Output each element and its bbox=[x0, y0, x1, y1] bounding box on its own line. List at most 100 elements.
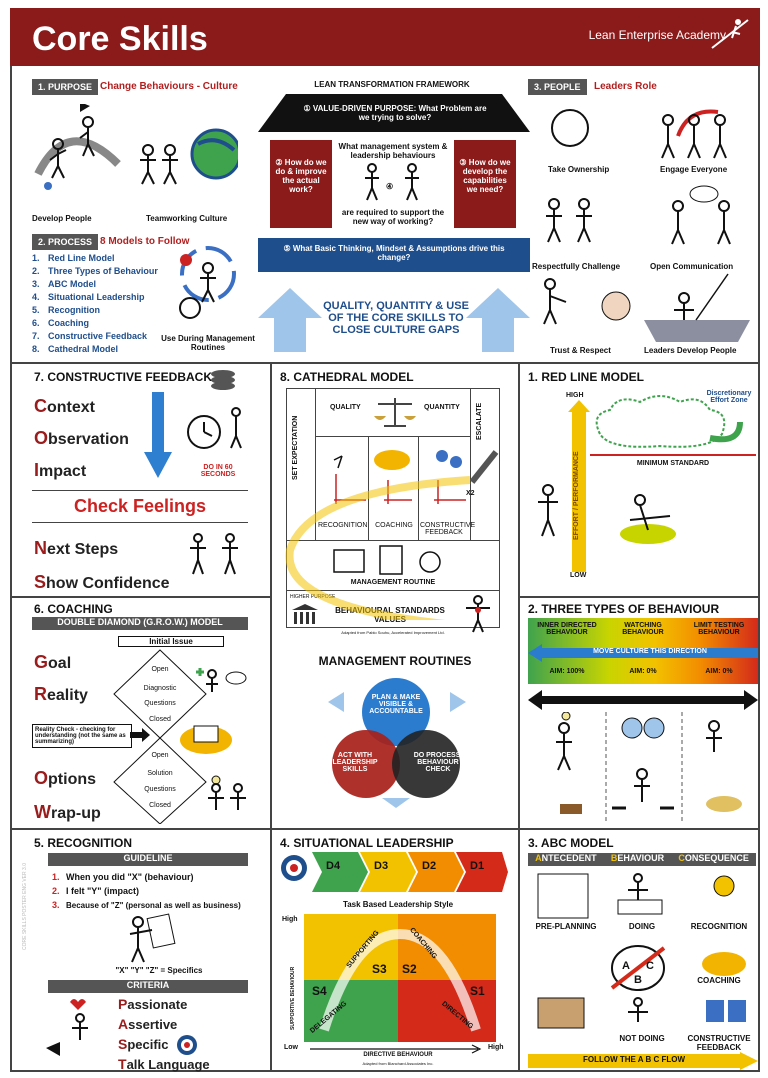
coaching-title: 6. COACHING bbox=[34, 602, 113, 616]
list-item: 4.Situational Leadership bbox=[32, 292, 145, 302]
abc-doing: DOING bbox=[628, 922, 656, 931]
framework-base: ⑤ What Basic Thinking, Mindset & Assumpt… bbox=[258, 238, 530, 272]
three-col-watching: WATCHING BEHAVIOUR bbox=[622, 622, 664, 636]
routines-title: MANAGEMENT ROUTINES bbox=[318, 654, 472, 668]
recognition-assertive: Assertive bbox=[118, 1016, 178, 1032]
divider bbox=[32, 490, 248, 491]
brand-name: Lean Enterprise Academy bbox=[588, 28, 726, 42]
divider bbox=[270, 362, 272, 1072]
people-subtitle: Leaders Role bbox=[594, 81, 657, 92]
three-col-limit: LIMIT TESTING BEHAVIOUR bbox=[693, 622, 745, 636]
framework-right-pillar: ③ How do we develop the capabilities we … bbox=[454, 140, 516, 228]
framework-quality-text: QUALITY, QUANTITY & USE OF THE CORE SKIL… bbox=[323, 300, 469, 336]
coaching-d1-open: Open bbox=[151, 666, 169, 673]
coaching-d1-questions: Questions bbox=[144, 700, 176, 707]
feedback-check-feelings: Check Feelings bbox=[73, 496, 207, 516]
development-levels bbox=[312, 852, 508, 892]
routines-do: DO PROCESS, BEHAVIOUR CHECK bbox=[413, 752, 463, 773]
double-arrow bbox=[528, 690, 758, 710]
cathedral-col-feedback: CONSTRUCTIVE FEEDBACK bbox=[420, 522, 476, 536]
three-title: 2. THREE TYPES OF BEHAVIOUR bbox=[528, 602, 720, 616]
style-s3: S3 bbox=[372, 962, 387, 976]
cathedral-col-recognition: RECOGNITION bbox=[318, 522, 368, 529]
cathedral-frame bbox=[286, 388, 500, 628]
brand-logo-icon bbox=[711, 19, 749, 49]
framework-center-bottom: are required to support the new way of w… bbox=[341, 208, 445, 226]
list-item: 2.I felt "Y" (impact) bbox=[52, 886, 140, 896]
three-col-inner: INNER DIRECTED BEHAVIOUR bbox=[537, 622, 597, 636]
building-icon bbox=[292, 604, 318, 624]
management-tools-icon bbox=[333, 545, 441, 575]
level-d1: D1 bbox=[470, 860, 485, 872]
discretionary-cloud bbox=[595, 395, 743, 448]
coaching-options: Options bbox=[34, 768, 97, 788]
redline-figures bbox=[538, 484, 676, 544]
level-d4: D4 bbox=[326, 860, 341, 872]
framework-roof bbox=[258, 94, 530, 132]
divider bbox=[286, 540, 500, 541]
page-title: Core Skills bbox=[32, 20, 208, 58]
routines-act: ACT WITH LEADERSHIP SKILLS bbox=[332, 752, 378, 773]
style-s4: S4 bbox=[312, 984, 327, 998]
cathedral-title: 8. CATHEDRAL MODEL bbox=[280, 370, 414, 384]
feedback-row-show-confidence: Show Confidence bbox=[34, 572, 170, 592]
cathedral-loop-arrow bbox=[285, 476, 471, 620]
list-item: 3.ABC Model bbox=[32, 279, 96, 289]
purpose-subtitle: Change Behaviours - Culture bbox=[100, 81, 238, 92]
cathedral-figure bbox=[466, 595, 490, 633]
coaching-figures bbox=[180, 668, 247, 810]
abc-pre-planning: PRE-PLANNING bbox=[535, 922, 597, 931]
recognition-specific: Specific bbox=[118, 1036, 169, 1052]
axis-high-y: High bbox=[282, 916, 298, 923]
feedback-row-context: Context bbox=[34, 396, 95, 416]
three-figures bbox=[556, 712, 742, 824]
caption-trust-respect: Trust & Respect bbox=[550, 346, 611, 355]
caption-leaders-develop: Leaders Develop People bbox=[644, 346, 737, 355]
three-aim-watching: AIM: 0% bbox=[629, 668, 657, 675]
process-caption: Use During Management Routines bbox=[161, 334, 255, 352]
framework-title: LEAN TRANSFORMATION FRAMEWORK bbox=[314, 80, 470, 89]
quadrant-delegating bbox=[304, 980, 398, 1042]
list-item: 5.Recognition bbox=[32, 305, 100, 315]
recognition-criteria: CRITERIA bbox=[48, 980, 248, 993]
abc-header-band: ANTECEDENT BEHAVIOUR CONSEQUENCE bbox=[528, 853, 756, 866]
abc-head-consequence: CONSEQUENCE bbox=[678, 853, 749, 863]
feedback-figures bbox=[190, 533, 238, 575]
routines-plan: PLAN & MAKE VISIBLE & ACCOUNTABLE bbox=[369, 694, 423, 715]
abc-head-antecedent: ANTECEDENT bbox=[535, 853, 597, 863]
situational-style: Task Based Leadership Style bbox=[342, 900, 454, 909]
divider bbox=[32, 522, 248, 523]
style-s2: S2 bbox=[402, 962, 417, 976]
coaching-d2-open: Open bbox=[151, 752, 169, 759]
purpose-illustration bbox=[34, 104, 238, 190]
divider bbox=[10, 828, 760, 830]
redline-min-standard: MINIMUM STANDARD bbox=[636, 460, 710, 467]
feedback-do-in: DO IN 60 SECONDS bbox=[200, 464, 236, 478]
recognition-items: 1.When you did "X" (behaviour) 2.I felt … bbox=[52, 870, 241, 913]
poster-frame bbox=[10, 66, 760, 1072]
caption-teamworking: Teamworking Culture bbox=[146, 214, 228, 223]
coins-icon bbox=[211, 370, 235, 390]
divider bbox=[10, 362, 760, 364]
axis-high-x: High bbox=[488, 1044, 504, 1051]
escalator-icon bbox=[470, 450, 499, 484]
cathedral-adapted: Adapted from Pablo Souhu, Accelerated Im… bbox=[341, 630, 445, 635]
abc-not-doing: NOT DOING bbox=[619, 1034, 665, 1043]
redline-low: LOW bbox=[570, 572, 587, 579]
redline-zone-label: Discretionary Effort Zone bbox=[706, 390, 752, 404]
list-item: 2.Three Types of Behaviour bbox=[32, 266, 158, 276]
x-axis-arrow bbox=[310, 1044, 482, 1054]
cathedral-columns-art bbox=[333, 450, 466, 504]
abc-coaching: COACHING bbox=[697, 976, 741, 985]
people-tag: 3. PEOPLE bbox=[528, 79, 587, 95]
situational-title: 4. SITUATIONAL LEADERSHIP bbox=[280, 836, 454, 850]
axis-supportive: SUPPORTIVE BEHAVIOUR bbox=[290, 966, 296, 1030]
abc-head-behaviour: BEHAVIOUR bbox=[610, 853, 665, 863]
coaching-wrapup: Wrap-up bbox=[34, 802, 101, 822]
abc-flow-arrow bbox=[528, 1052, 758, 1070]
framework-figures bbox=[365, 163, 419, 201]
recognition-title: 5. RECOGNITION bbox=[34, 836, 133, 850]
abc-flow-text: FOLLOW THE A B C FLOW bbox=[582, 1055, 686, 1064]
cathedral-col-coaching: COACHING bbox=[375, 522, 413, 529]
divider bbox=[518, 362, 520, 1072]
